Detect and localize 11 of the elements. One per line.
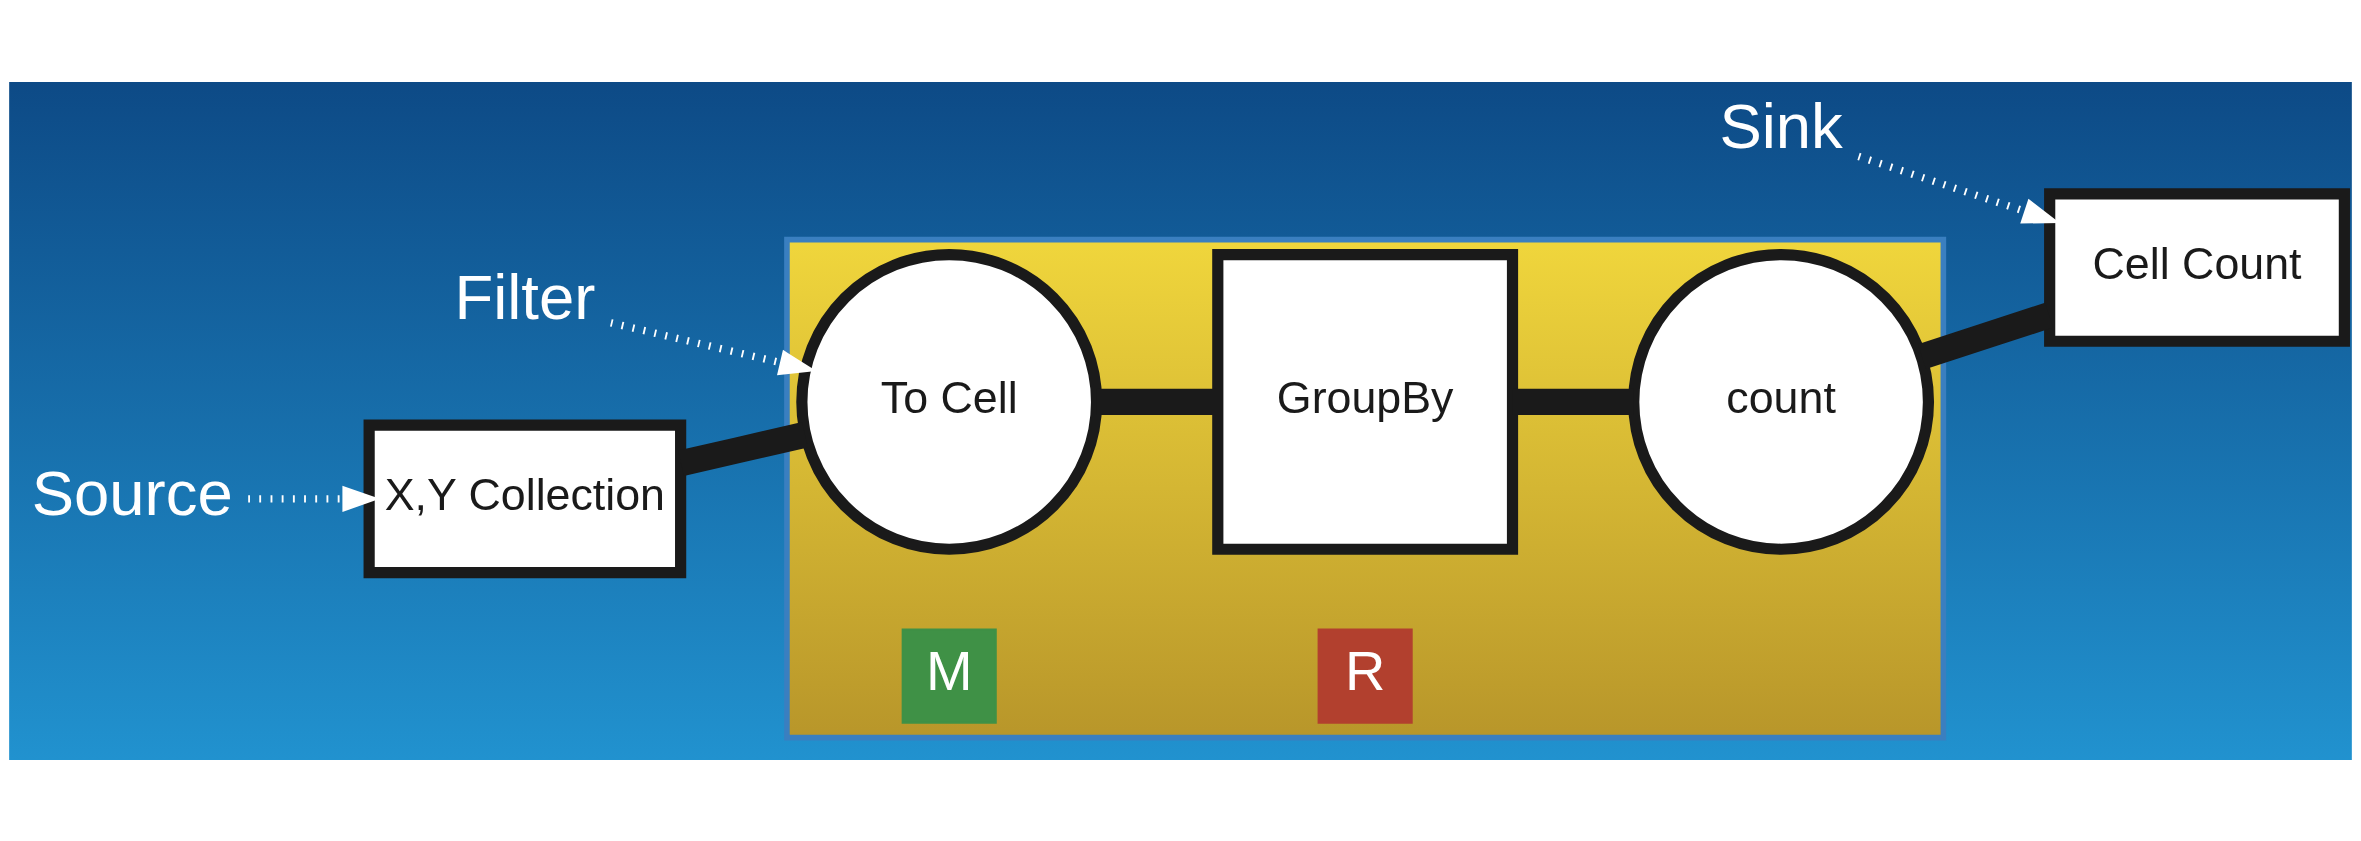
node-text: Filter xyxy=(454,261,596,332)
node-box: R xyxy=(1317,628,1413,724)
node-circle: count xyxy=(1628,248,1935,555)
node-circle: To Cell xyxy=(796,248,1103,555)
node-box: Cell Count xyxy=(2044,187,2350,347)
node-box: X,Y Collection xyxy=(363,419,687,578)
cluster xyxy=(784,236,1947,740)
node-text: Sink xyxy=(1719,90,1843,161)
node-text: Source xyxy=(31,457,233,528)
node-box: M xyxy=(901,628,997,724)
node-box: GroupBy xyxy=(1212,248,1519,555)
